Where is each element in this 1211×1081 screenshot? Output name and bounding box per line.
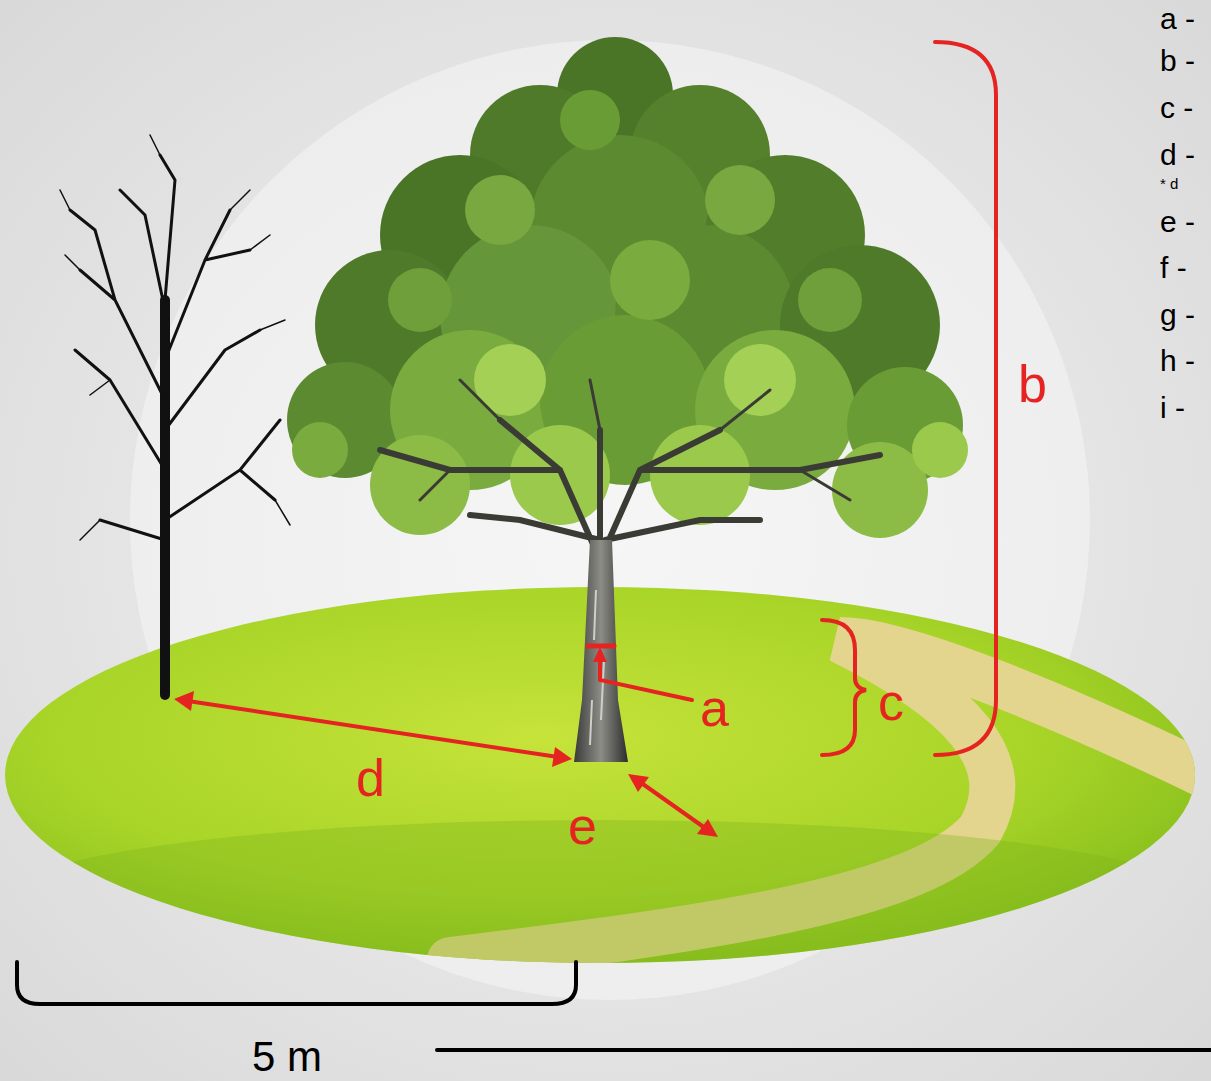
dimension-letter: b bbox=[1018, 358, 1047, 410]
legend-key: g - bbox=[1160, 300, 1195, 330]
legend-key: h - bbox=[1160, 346, 1195, 376]
legend-key: e - bbox=[1160, 207, 1195, 237]
legend-key: d - bbox=[1160, 140, 1195, 170]
dimension-letter: e bbox=[568, 800, 597, 852]
legend-key: b - bbox=[1160, 46, 1195, 76]
legend-key: i - bbox=[1160, 393, 1185, 423]
scale-label: 5 m bbox=[252, 1036, 322, 1078]
dimension-letter: d bbox=[356, 752, 385, 804]
legend-note: * d bbox=[1160, 176, 1178, 191]
legend-key: c - bbox=[1160, 93, 1193, 123]
legend-key: a - bbox=[1160, 4, 1195, 34]
dimension-letter: c bbox=[878, 676, 904, 728]
legend-key: f - bbox=[1160, 253, 1187, 283]
dimension-letter: a bbox=[700, 682, 729, 734]
